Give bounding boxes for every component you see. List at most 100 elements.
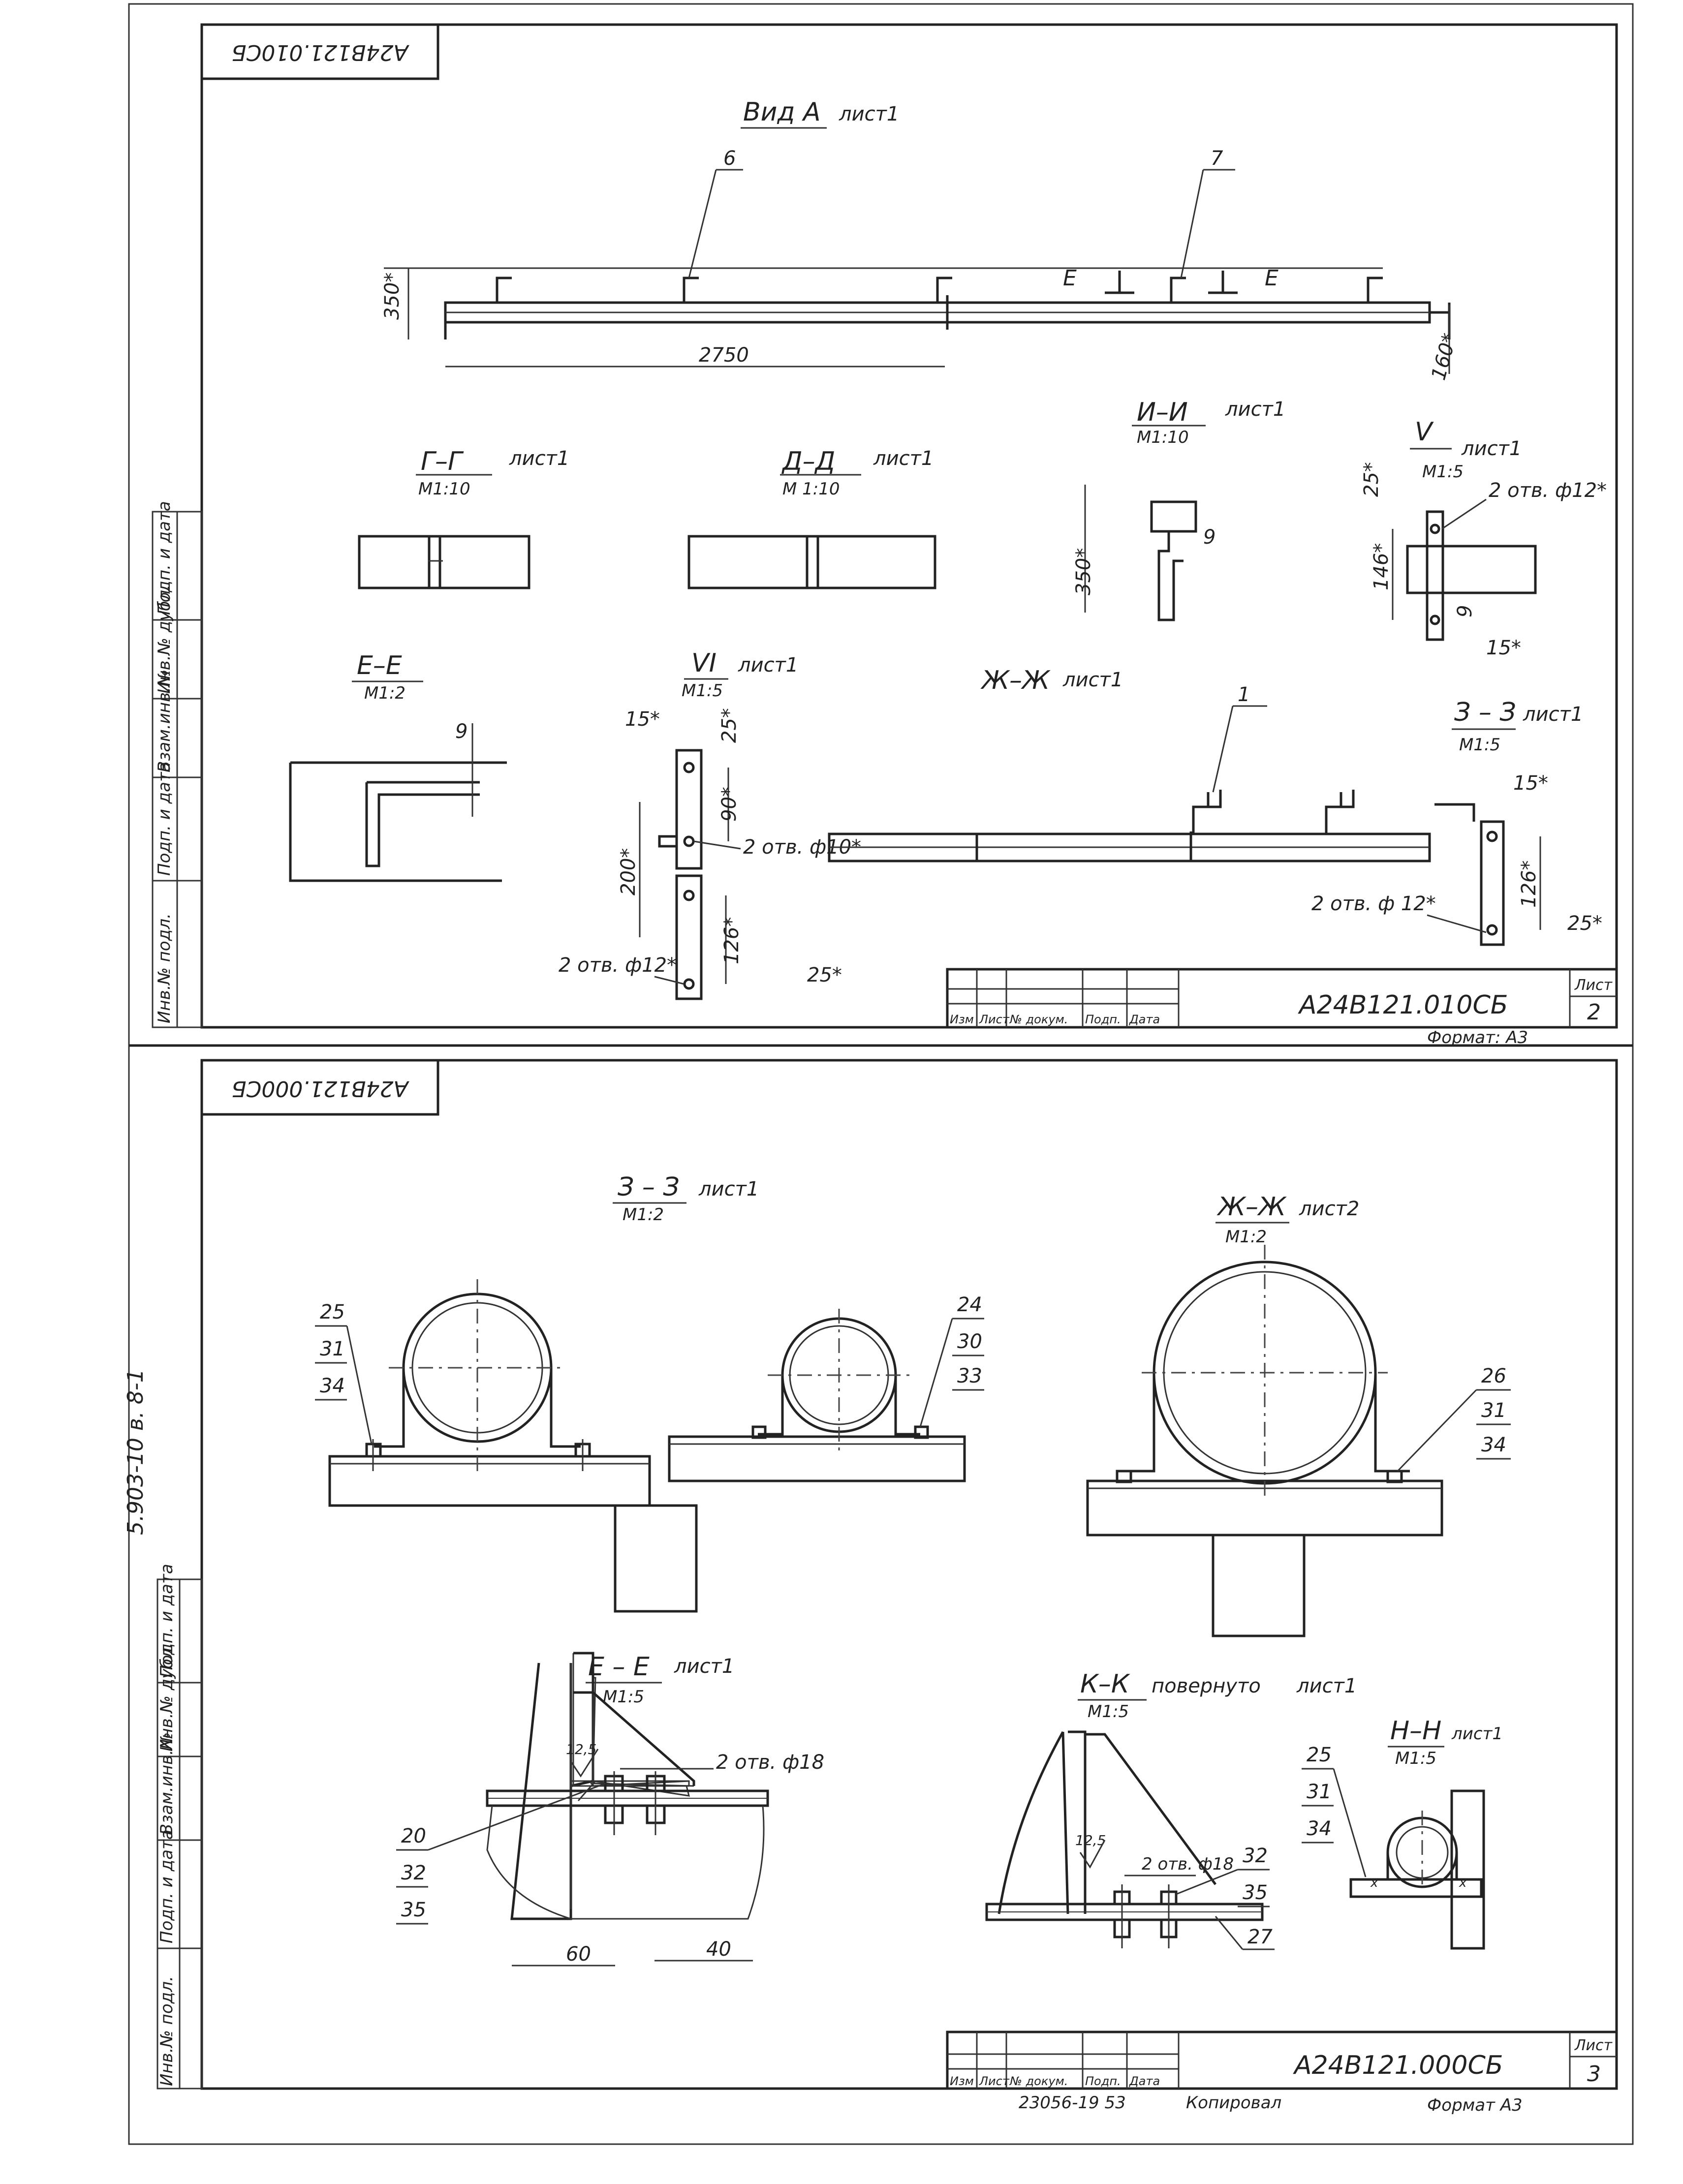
section-z-sheet2: З – З лист1 М1:5 15* 126* 2 отв. ф 12* 2…: [1311, 698, 1602, 946]
tb2-col-podp: Подп.: [1085, 1013, 1121, 1026]
section-z2-sheet-ref: лист1: [1523, 703, 1583, 726]
sheet-3-copy-label: Копировал: [1186, 2093, 1281, 2113]
tb2-col-izm: Изм: [950, 1013, 974, 1026]
sheet-2-list-number: 2: [1587, 1000, 1601, 1025]
section-zh: Ж–Ж лист1 1: [828, 666, 1431, 862]
section-i-sheet-ref: лист1: [1225, 398, 1285, 421]
section-v-title: V: [1415, 417, 1434, 447]
tb3-col-list: Лист: [979, 2074, 1010, 2088]
e3-callout-20: 20: [401, 1825, 426, 1847]
section-zh-sheet3: Ж–Ж лист2 М1:2 26 31 34: [1086, 1192, 1511, 1637]
section-z2-dim-w: 15*: [1513, 772, 1548, 795]
sheet-3-title-code: A24B121.000CБ: [1293, 2051, 1503, 2080]
section-zh3-sheet-ref: лист2: [1299, 1198, 1359, 1220]
sheet-2: A24B121.010CБ Инв.№ подл. Подп. и дата В…: [152, 23, 1618, 1047]
tb2-col-data: Дата: [1129, 1013, 1160, 1026]
section-g-scale: М1:10: [418, 479, 470, 499]
view-a-dim-height: 350*: [381, 273, 404, 320]
page-frame: [128, 3, 1634, 2145]
section-k3-scale: М1:5: [1088, 1702, 1129, 1722]
section-vi-dim-126: 126*: [720, 917, 743, 964]
sheet-2-list-label: Лист: [1574, 977, 1613, 994]
sheet-3-copy-info: 23056-19 53: [1019, 2093, 1126, 2113]
section-e: Е–Е М1:2 9: [289, 651, 507, 882]
section-k3-sheet-ref: лист1: [1296, 1675, 1357, 1697]
k3-holes: 2 отв. ф18: [1142, 1854, 1234, 1874]
tb3-col-izm: Изм: [950, 2074, 974, 2088]
section-zh-title: Ж–Ж: [980, 666, 1051, 695]
z3-callout-34: 34: [320, 1375, 345, 1397]
sidebar-podp-data: Подп. и дата: [155, 762, 174, 876]
tb3-col-data: Дата: [1129, 2074, 1160, 2088]
section-i-dim-height: 350*: [1072, 548, 1095, 595]
view-a: Вид А лист1 6 7 Е Е: [381, 97, 1462, 383]
section-vi-scale: М1:5: [682, 681, 723, 701]
k3-callout-27: 27: [1247, 1926, 1273, 1948]
sheet-3-title-block: Изм Лист № докум. Подп. Дата A24B121.000…: [946, 2030, 1618, 2115]
section-zh3-title: Ж–Ж: [1216, 1192, 1287, 1222]
n3-callout-25: 25: [1307, 1744, 1332, 1766]
view-a-dim-length: 2750: [699, 344, 749, 367]
e3-roughness: 12,5: [566, 1741, 596, 1757]
section-e-title: Е–Е: [357, 651, 402, 680]
view-a-title: Вид А: [743, 97, 821, 127]
section-d-title: Д–Д: [781, 447, 835, 476]
section-z2-dim-bot: 25*: [1567, 912, 1602, 935]
section-v-dim-top: 25*: [1360, 462, 1383, 497]
sheet-3-list-number: 3: [1587, 2061, 1601, 2087]
sidebar-podp-data-2: Подп. и дата: [155, 501, 174, 615]
section-e3-sheet-ref: лист1: [674, 1655, 734, 1678]
zh3-callout-34: 34: [1481, 1434, 1506, 1456]
n3-mark-right: x: [1459, 1876, 1467, 1890]
section-i-dim-thk: 9: [1203, 526, 1216, 549]
sidebar3-inv-dubl: Инв.№ дубл.: [157, 1642, 177, 1752]
section-vi-dim-w: 15*: [625, 708, 660, 731]
section-z2-title: З – З: [1454, 698, 1516, 727]
sheet-3-frame: [200, 1059, 1618, 2090]
tb2-col-doc: № докум.: [1009, 1013, 1068, 1026]
e3-callout-35: 35: [401, 1899, 426, 1921]
section-z3-scale: М1:2: [623, 1205, 664, 1225]
section-v-dim-len: 146*: [1370, 543, 1393, 590]
section-z2-scale: М1:5: [1459, 735, 1500, 755]
view-a-callout-6: 6: [723, 147, 736, 170]
view-a-cut-e-right: Е: [1265, 266, 1278, 291]
sheet-2-stamp-code: A24B121.010CБ: [231, 40, 409, 65]
section-d-scale: М 1:10: [782, 479, 840, 499]
section-v-dim-w: 15*: [1486, 637, 1521, 659]
k3-roughness: 12,5: [1075, 1832, 1106, 1848]
section-vi-sheet-ref: лист1: [738, 654, 798, 677]
sidebar3-podp-data: Подп. и дата: [157, 1829, 177, 1943]
section-zh-callout-1: 1: [1238, 683, 1250, 706]
sheet-3-side-code: 5.903-10 в. 8-1: [123, 1369, 148, 1535]
section-vi-title: VI: [691, 648, 717, 678]
n3-callout-34: 34: [1307, 1817, 1332, 1840]
sheet-3-sidebar: Инв.№ подл. Подп. и дата Взам.инв.№ Инв.…: [156, 1564, 203, 2090]
sheet-3-stamp-code: A24B121.000CБ: [231, 1076, 409, 1101]
section-d: Д–Д лист1 М 1:10: [687, 447, 936, 589]
section-vi-dim-90: 90*: [718, 787, 741, 822]
sheet-2-title-code: A24B121.010CБ: [1298, 990, 1508, 1020]
z3-callout-24: 24: [957, 1293, 982, 1316]
section-n-sheet3: Н–Н лист1 М1:5 x x 25 31 34: [1302, 1716, 1503, 1950]
zh3-callout-31: 31: [1481, 1399, 1506, 1422]
e3-dim-40: 40: [706, 1938, 731, 1961]
sheet-2-sidebar: Инв.№ подл. Подп. и дата Взам.инв.№ Инв.…: [152, 501, 203, 1028]
e3-dim-60: 60: [566, 1943, 591, 1966]
z3-callout-33: 33: [957, 1365, 982, 1387]
sheet-2-format: Формат: A3: [1427, 1028, 1528, 1047]
z3-callout-25: 25: [320, 1301, 345, 1323]
section-z-sheet3: З – З лист1 М1:2 25 31 34: [315, 1172, 984, 1613]
section-d-sheet-ref: лист1: [873, 447, 934, 470]
section-k3-title: К–К: [1080, 1669, 1130, 1699]
section-z2-dim-126: 126*: [1518, 861, 1540, 908]
section-v-holes: 2 отв. ф12*: [1489, 479, 1607, 502]
section-i-title: И–И: [1137, 398, 1188, 427]
sidebar3-vzam-inv: Взам.инв.№: [157, 1732, 177, 1835]
section-v-scale: М1:5: [1422, 462, 1464, 482]
section-n3-title: Н–Н: [1390, 1716, 1441, 1746]
sheet-2-title-block: Изм Лист № докум. Подп. Дата A24B121.010…: [946, 968, 1618, 1047]
section-e-scale: М1:2: [364, 683, 405, 703]
sidebar-inv-dubl: Инв.№ дубл.: [155, 584, 174, 694]
